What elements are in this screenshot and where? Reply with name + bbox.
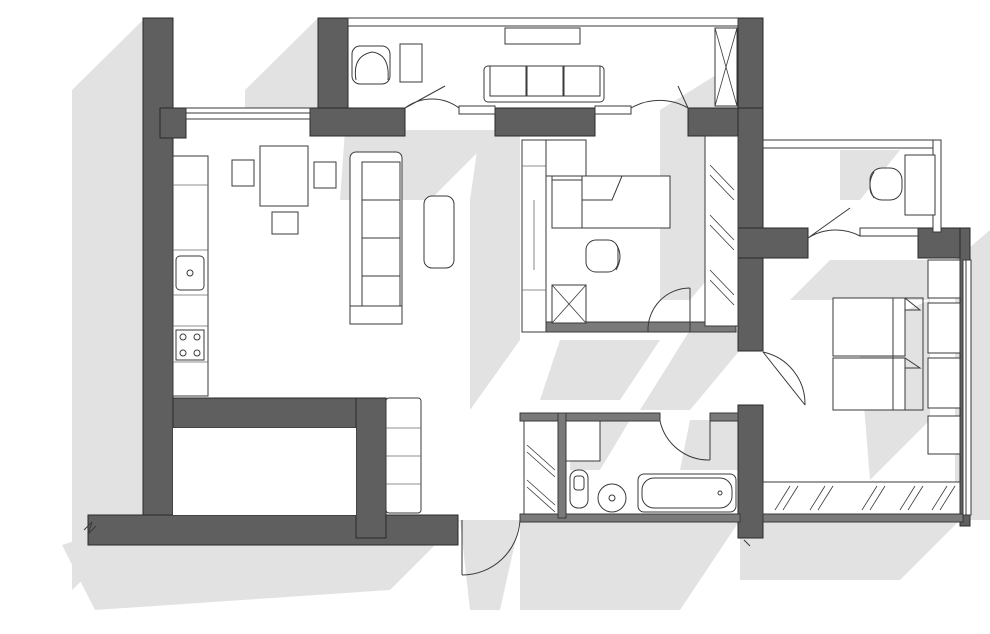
bed-icon — [832, 297, 924, 411]
bathtub-icon — [637, 473, 737, 513]
bedroom — [762, 259, 961, 515]
armchair-icon — [351, 45, 391, 85]
desk-chair-icon — [869, 167, 903, 201]
dining-table-icon — [231, 145, 337, 235]
bathroom — [523, 420, 737, 515]
toilet-icon — [569, 469, 589, 509]
sofa-icon — [483, 65, 605, 103]
sink-icon — [597, 483, 627, 513]
partitions — [185, 17, 964, 523]
sofa-icon — [349, 151, 403, 325]
kitchen-living — [172, 145, 455, 515]
study-room — [521, 135, 739, 333]
balcony-side — [869, 154, 936, 216]
windows — [185, 105, 972, 516]
desk-chair-icon — [585, 239, 621, 273]
stove-icon — [175, 329, 205, 361]
break-marks — [83, 521, 751, 547]
doors — [404, 85, 861, 576]
balcony-top — [351, 27, 738, 107]
sink-icon — [175, 255, 205, 291]
